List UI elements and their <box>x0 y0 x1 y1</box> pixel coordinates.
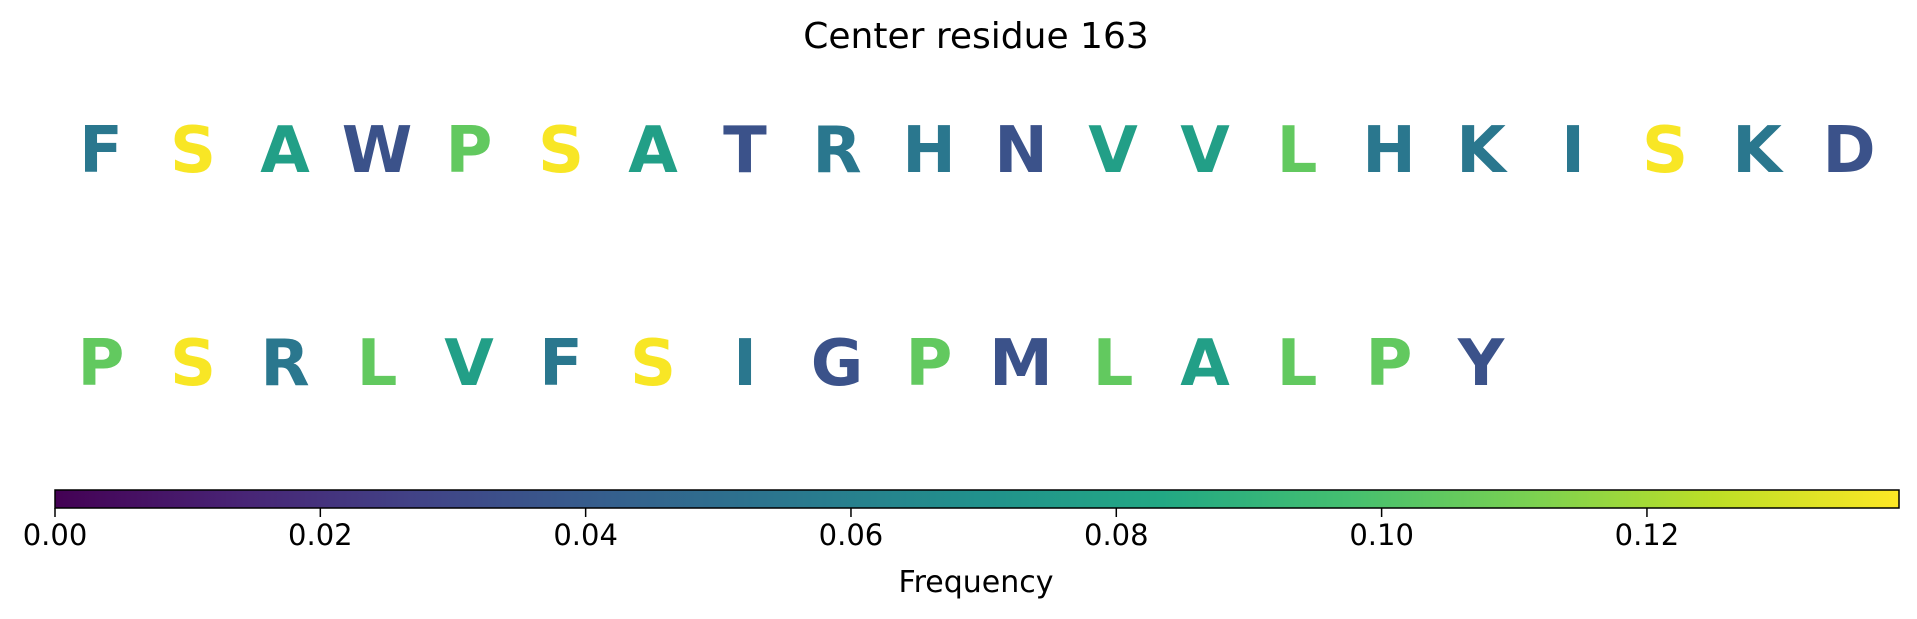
residue-letter: K <box>1456 114 1508 188</box>
residue-letter: K <box>1732 114 1784 188</box>
residue-letter: H <box>1362 114 1416 188</box>
colorbar-ticks: 0.00 0.02 0.04 0.06 0.08 0.10 0.12 <box>23 508 1680 552</box>
residue-letter: L <box>357 327 398 401</box>
residue-letter: A <box>628 114 678 188</box>
residue-letter: T <box>723 114 767 188</box>
chart-title: Center residue 163 <box>803 16 1149 57</box>
colorbar-tick-label: 0.04 <box>553 518 618 552</box>
residue-letter: Y <box>1457 327 1505 401</box>
residue-letter: A <box>260 114 310 188</box>
residue-letter: S <box>170 114 216 188</box>
residue-letter: L <box>1277 114 1318 188</box>
residue-letter: P <box>78 327 125 401</box>
residue-letter: H <box>902 114 956 188</box>
colorbar-gradient <box>54 489 1900 509</box>
residue-letter: S <box>1642 114 1688 188</box>
colorbar-tick-label: 0.10 <box>1349 518 1414 552</box>
residue-letter: R <box>812 114 861 188</box>
residue-letter: G <box>811 327 864 401</box>
residue-letter: F <box>539 327 583 401</box>
residue-letter: P <box>1366 327 1413 401</box>
colorbar-label: Frequency <box>899 565 1054 600</box>
residue-letter: V <box>1180 114 1230 188</box>
colorbar-tick-label: 0.00 <box>23 518 88 552</box>
residue-letter: A <box>1180 327 1230 401</box>
residue-letter: W <box>342 114 413 188</box>
residue-letter: R <box>260 327 309 401</box>
residue-letter: S <box>538 114 584 188</box>
residue-letter: I <box>733 327 757 401</box>
residue-letter: F <box>79 114 123 188</box>
residue-letter: S <box>630 327 676 401</box>
residue-letter: M <box>989 327 1053 401</box>
residue-letter: V <box>444 327 494 401</box>
colorbar: 0.00 0.02 0.04 0.06 0.08 0.10 0.12 Frequency <box>23 489 1900 600</box>
residue-letter: L <box>1277 327 1318 401</box>
residue-letter: D <box>1822 114 1875 188</box>
residue-letter: V <box>1088 114 1138 188</box>
colorbar-tick-label: 0.08 <box>1084 518 1149 552</box>
residue-letter: I <box>1561 114 1585 188</box>
residue-letter: N <box>994 114 1048 188</box>
colorbar-tick-label: 0.06 <box>819 518 884 552</box>
colorbar-tick-label: 0.12 <box>1615 518 1680 552</box>
colorbar-tick-label: 0.02 <box>288 518 353 552</box>
residue-letter: L <box>1093 327 1134 401</box>
residue-letter: S <box>170 327 216 401</box>
residue-letter: P <box>446 114 493 188</box>
residue-letter: P <box>906 327 953 401</box>
